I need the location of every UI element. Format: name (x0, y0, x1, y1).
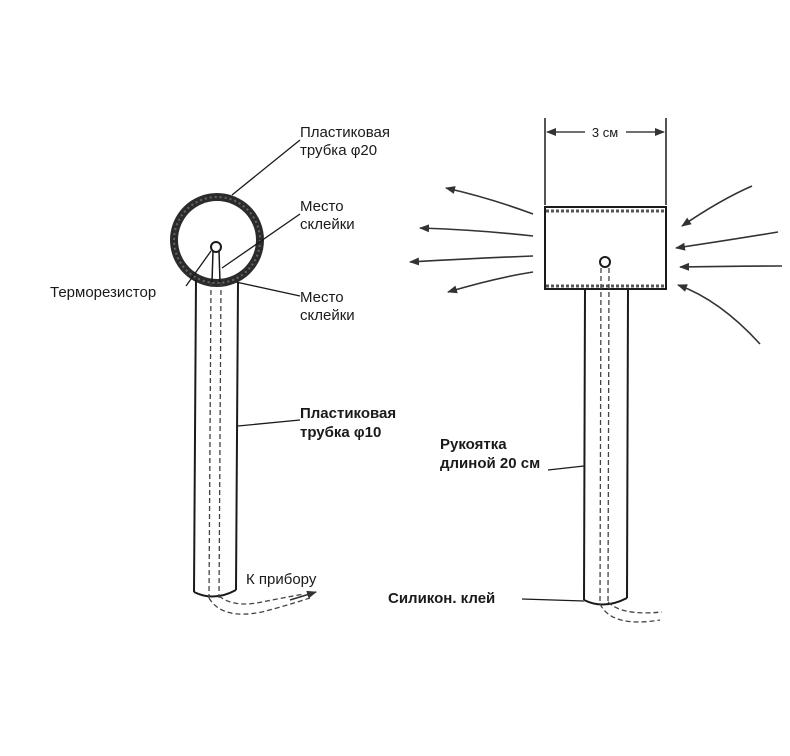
handle-wire-out (599, 603, 661, 623)
wire-to-device (218, 593, 305, 605)
label-silicone: Силикон. клей (388, 590, 495, 607)
leader-silicone (521, 598, 585, 602)
label-tube20-line1: Пластиковая (300, 124, 390, 141)
label-glue2-line2: склейки (300, 307, 355, 324)
leader-thermistor (185, 250, 212, 287)
tube20-ring-inner (178, 201, 256, 279)
tube10-body (193, 279, 239, 593)
arrow-to-device (289, 590, 317, 601)
label-handle-line2: длиной 20 см (440, 455, 540, 472)
handle-wire-out (607, 601, 663, 614)
handle-body (583, 288, 629, 601)
label-thermistor: Терморезистор (50, 284, 156, 301)
handle-end (583, 597, 628, 606)
thermistor-lead (218, 250, 221, 283)
label-tube10-line1: Пластиковая (300, 405, 396, 422)
tube20-side-view (544, 206, 667, 290)
air-flow-out-arrow (409, 255, 534, 266)
thermistor-lead (211, 250, 214, 283)
wire-to-device (208, 597, 311, 615)
label-handle-line1: Рукоятка (440, 436, 507, 453)
label-glue1-line1: Место (300, 198, 344, 215)
label-glue2-line1: Место (300, 289, 344, 306)
air-flow-in-arrow (681, 185, 753, 227)
left-sensor-drawing: Пластиковая трубка φ20 Место склейки Тер… (50, 124, 396, 615)
label-tube20-line2: трубка φ20 (300, 142, 377, 159)
wire-dashed (208, 281, 212, 599)
tube10-end (193, 589, 237, 598)
wire-dashed (218, 281, 222, 599)
leader-handle (547, 465, 585, 471)
leader-glue1 (221, 213, 301, 269)
handle-wire-dashed (607, 267, 610, 605)
handle-wire-dashed (599, 267, 602, 605)
right-sensor-drawing: 3 см Рукоятка длиной 20 см Силикон. клей (388, 118, 783, 623)
tube20-ring-texture (173, 196, 261, 284)
thermistor-bead (599, 256, 611, 268)
dimension-label: 3 см (592, 125, 618, 140)
leader-tube10 (237, 419, 301, 427)
leader-tube20 (231, 139, 301, 196)
label-glue1-line2: склейки (300, 216, 355, 233)
air-flow-out-arrow (447, 271, 534, 294)
air-flow-out-arrow (445, 186, 534, 215)
label-to-device: К прибору (246, 571, 317, 588)
label-tube10-line2: трубка φ10 (300, 424, 381, 441)
thermistor-bead (210, 241, 222, 253)
air-flow-out-arrow (419, 224, 534, 237)
air-flow-in-arrow (675, 231, 779, 251)
air-flow-in-arrow (677, 284, 761, 345)
air-flow-in-arrow (679, 262, 783, 271)
leader-glue2 (235, 281, 301, 297)
